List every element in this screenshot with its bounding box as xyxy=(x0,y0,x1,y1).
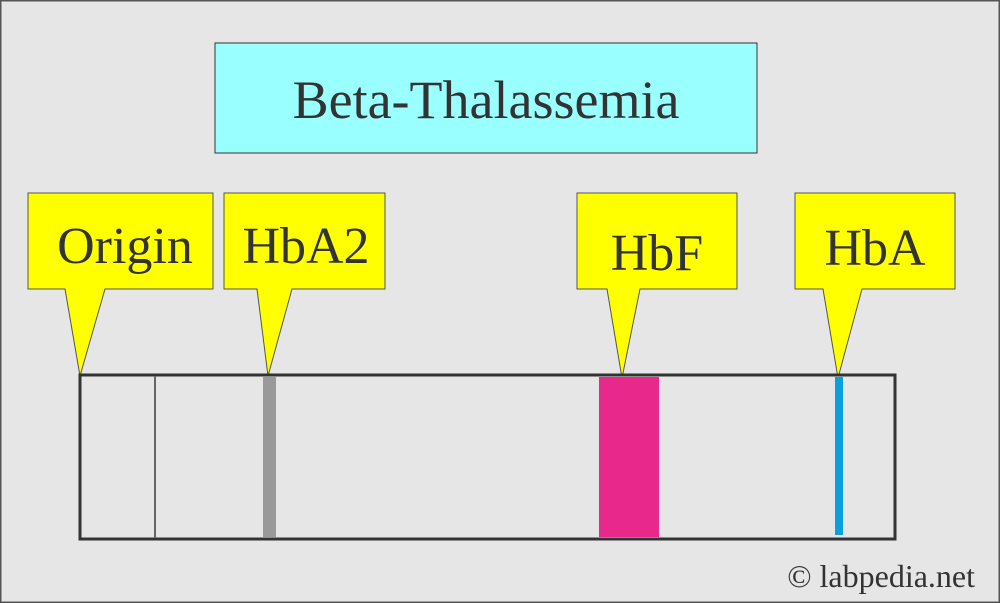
hba2-label: HbA2 xyxy=(242,218,369,275)
callout-hba2: HbA2 xyxy=(223,192,386,377)
origin-label: Origin xyxy=(57,218,193,275)
hba-band xyxy=(835,377,843,535)
title-box: Beta-Thalassemia xyxy=(214,42,758,154)
hba2-band xyxy=(263,377,276,537)
callout-origin: Origin xyxy=(27,192,214,377)
callout-hba: HbA xyxy=(794,192,956,379)
hbf-label: HbF xyxy=(611,225,703,282)
hba-label: HbA xyxy=(824,220,926,277)
watermark: © labpedia.net xyxy=(787,558,975,594)
title-text: Beta-Thalassemia xyxy=(293,70,680,130)
callout-hbf: HbF xyxy=(576,192,738,379)
hbf-band xyxy=(599,377,659,537)
gel-strip xyxy=(78,373,897,541)
